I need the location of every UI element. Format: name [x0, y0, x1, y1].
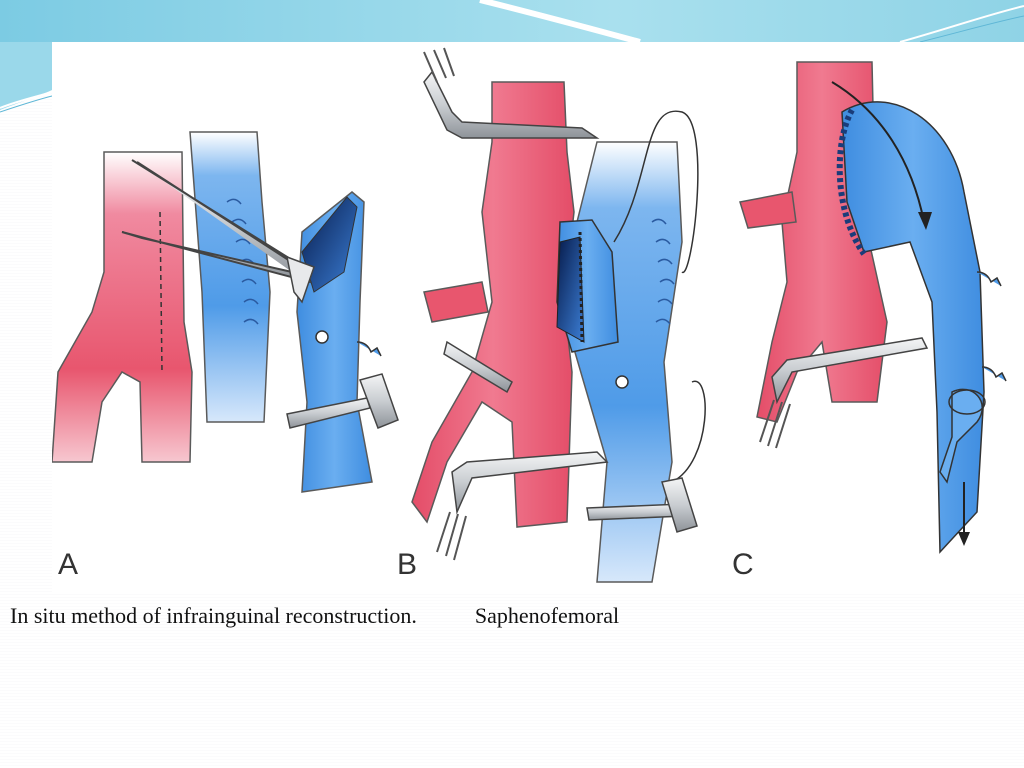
panel-a: A	[52, 131, 399, 581]
caption-main: In situ method of infrainguinal reconstr…	[10, 603, 417, 628]
artery-branch-c	[739, 191, 797, 229]
ligated-branch-c1	[976, 271, 1002, 287]
clamp-handle-b	[661, 477, 698, 533]
side-branches-b	[651, 218, 675, 325]
exit-arrowhead-c	[958, 532, 970, 546]
header-wave-decoration	[0, 0, 1024, 113]
vein-graft-c	[841, 101, 985, 554]
panel-b: B	[397, 47, 706, 583]
panel-label-c: C	[732, 548, 754, 581]
suture-thread	[613, 110, 699, 273]
figure-caption: In situ method of infrainguinal reconstr…	[10, 603, 1010, 629]
clamp-mid-b	[443, 340, 513, 394]
bulldog-clamp-top	[423, 70, 600, 139]
clamp-prongs-c	[759, 399, 791, 449]
femoral-artery-a	[52, 151, 193, 463]
panel-label-a: A	[58, 548, 78, 581]
clamp-handle-a	[359, 373, 399, 429]
valve-ring	[948, 389, 986, 415]
panel-c: C	[732, 61, 1007, 581]
flow-arrowhead-c	[918, 212, 932, 230]
branch-ostium	[315, 330, 329, 344]
suture-hook	[671, 380, 706, 483]
vein-lumen-a	[301, 196, 358, 293]
bulldog-clamp-bottom	[451, 451, 609, 515]
clamp-prongs-bottom	[436, 511, 467, 561]
clamp-c	[771, 337, 929, 405]
ligated-branch-c2	[981, 366, 1007, 382]
caption-secondary: Saphenofemoral	[474, 603, 620, 628]
scissor-blade	[286, 255, 315, 304]
valve-site-b	[615, 375, 629, 389]
anastomosis-suture-c	[836, 108, 867, 256]
anastomosis-lumen	[556, 236, 585, 343]
suture-line-b	[578, 231, 584, 343]
surgical-illustration-panel: A B	[52, 42, 1024, 592]
ligated-branch-a	[356, 341, 382, 357]
saphenous-vein-a	[189, 131, 271, 423]
in-situ-bypass-illustration: A B	[52, 47, 1007, 583]
flow-arrow-c	[831, 81, 925, 223]
side-branches-a	[226, 198, 259, 325]
femoral-artery-b	[411, 81, 575, 528]
panel-label-b: B	[397, 548, 417, 581]
clamp-prongs-top	[423, 47, 455, 83]
artery-branch-b	[423, 281, 489, 323]
